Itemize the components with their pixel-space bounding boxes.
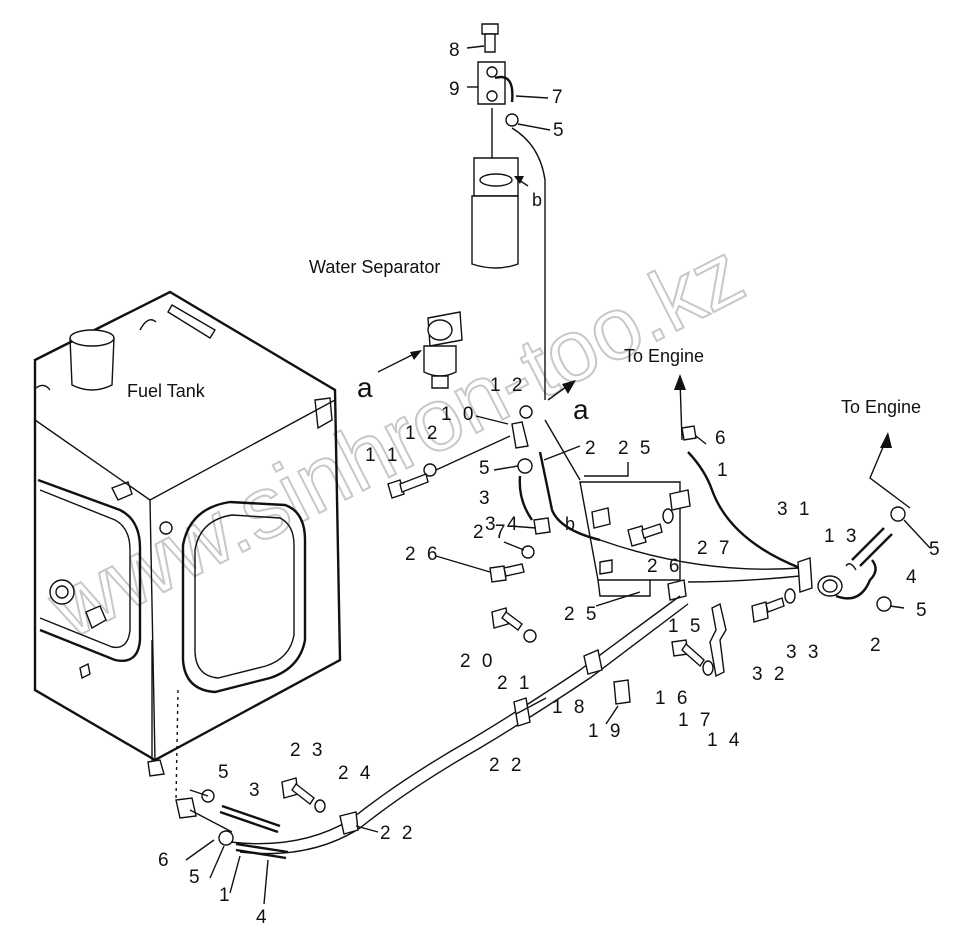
fuel-tank-label: Fuel Tank bbox=[127, 381, 206, 401]
callout-label: 2 5 bbox=[618, 438, 653, 459]
to-engine-arrows bbox=[547, 374, 911, 509]
callout-label: 4 bbox=[906, 567, 920, 588]
callout-label: 2 0 bbox=[460, 651, 495, 672]
callout-label: 5 bbox=[189, 867, 203, 888]
view-b-label-2: b bbox=[565, 514, 575, 534]
callout-label: 2 6 bbox=[405, 544, 440, 565]
callout-label: 2 4 bbox=[338, 763, 373, 784]
callout-label: 2 bbox=[870, 635, 884, 656]
callout-label: 2 7 bbox=[473, 522, 508, 543]
water-separator-label: Water Separator bbox=[309, 257, 440, 277]
callout-label: 2 6 bbox=[647, 556, 682, 577]
callout-label: 5 bbox=[553, 120, 567, 141]
callout-label: 1 7 bbox=[678, 710, 713, 731]
callout-label: 2 bbox=[585, 438, 599, 459]
view-b-label-1: b bbox=[532, 190, 542, 210]
water-separator-detail-a bbox=[377, 311, 463, 389]
callout-label: 3 4 bbox=[485, 514, 520, 535]
mounting-bracket bbox=[544, 419, 691, 601]
callout-label: 5 bbox=[218, 762, 232, 783]
callout-label: 2 2 bbox=[489, 755, 524, 776]
callout-label: 3 bbox=[479, 488, 493, 509]
callout-label: 1 2 bbox=[490, 375, 525, 396]
callout-label: 2 3 bbox=[290, 740, 325, 761]
callout-numbers: 8 9 7 5 1 2 1 0 1 2 1 1 5 2 2 5 6 1 3 3 … bbox=[158, 40, 943, 928]
callout-label: 4 bbox=[256, 907, 270, 928]
callout-label: 3 2 bbox=[752, 664, 787, 685]
callout-label: 3 3 bbox=[786, 642, 821, 663]
fuel-hoses bbox=[175, 405, 906, 860]
water-separator-assembly bbox=[471, 23, 546, 400]
callout-label: 1 0 bbox=[441, 404, 476, 425]
callout-label: 2 7 bbox=[697, 538, 732, 559]
callout-label: 7 bbox=[552, 87, 566, 108]
callout-label: 8 bbox=[449, 40, 463, 61]
callout-label: 1 bbox=[717, 460, 731, 481]
callout-label: 5 bbox=[479, 458, 493, 479]
leader-lines bbox=[185, 45, 931, 905]
callout-label: 5 bbox=[929, 539, 943, 560]
callout-label: 6 bbox=[158, 850, 172, 871]
callout-label: 1 1 bbox=[365, 445, 400, 466]
callout-label: 1 5 bbox=[668, 616, 703, 637]
callout-label: 1 3 bbox=[824, 526, 859, 547]
callout-label: 1 4 bbox=[707, 730, 742, 751]
callout-label: 2 2 bbox=[380, 823, 415, 844]
fuel-tank bbox=[33, 290, 342, 801]
callout-label: 2 1 bbox=[497, 673, 532, 694]
callout-label: 2 5 bbox=[564, 604, 599, 625]
callout-label: 5 bbox=[916, 600, 930, 621]
to-engine-label-2: To Engine bbox=[841, 397, 921, 417]
callout-label: 1 2 bbox=[405, 423, 440, 444]
callout-label: 3 1 bbox=[777, 499, 812, 520]
callout-label: 9 bbox=[449, 79, 463, 100]
callout-label: 1 6 bbox=[655, 688, 690, 709]
callout-label: 1 bbox=[219, 885, 233, 906]
callout-label: 1 8 bbox=[552, 697, 587, 718]
callout-label: 6 bbox=[715, 428, 729, 449]
view-a-label-2: a bbox=[573, 394, 589, 425]
callout-label: 1 9 bbox=[588, 721, 623, 742]
view-a-label-1: a bbox=[357, 372, 373, 403]
to-engine-label-1: To Engine bbox=[624, 346, 704, 366]
callout-label: 3 bbox=[249, 780, 263, 801]
